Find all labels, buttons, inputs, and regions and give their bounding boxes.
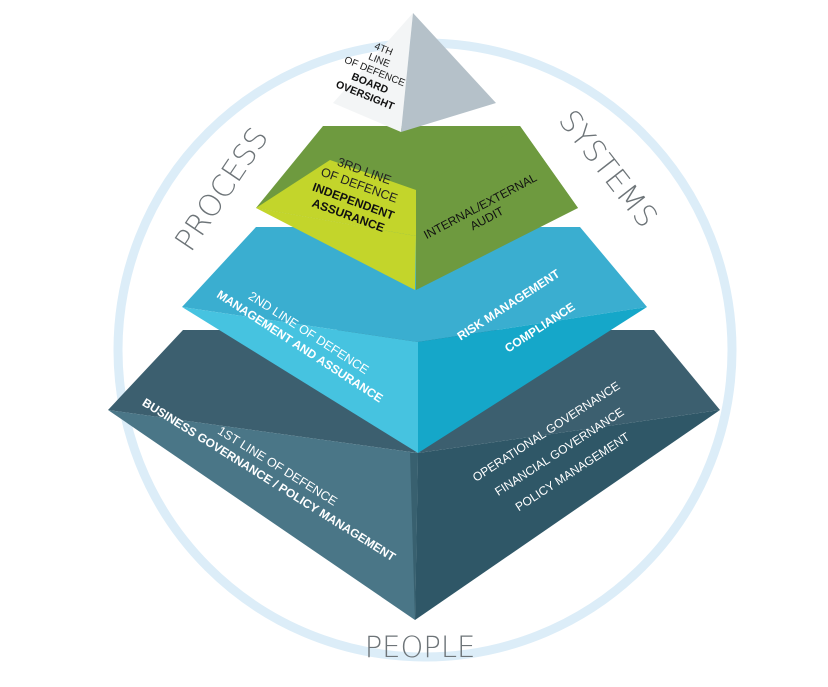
tier-3-left-upper <box>256 160 416 236</box>
tier-1-shadow <box>410 453 418 620</box>
tier-3: 3RD LINE OF DEFENCE INDEPENDENT ASSURANC… <box>256 126 578 290</box>
tier-1-left-face <box>108 410 418 620</box>
ring-label-systems: SYSTEMS <box>551 104 664 235</box>
tier-4-right-face <box>401 13 496 132</box>
tier-3-left-face <box>256 208 416 290</box>
tier-4-left-face <box>333 13 413 132</box>
ring-label-people: PEOPLE <box>365 630 476 664</box>
tier-3-right-face <box>416 126 578 290</box>
tier-2-left-face <box>182 307 418 453</box>
tier-4: 4TH LINE OF DEFENCE BOARD OVERSIGHT <box>333 13 496 132</box>
tier-2-right-face <box>418 307 647 453</box>
tier-1-right-face <box>415 410 720 620</box>
